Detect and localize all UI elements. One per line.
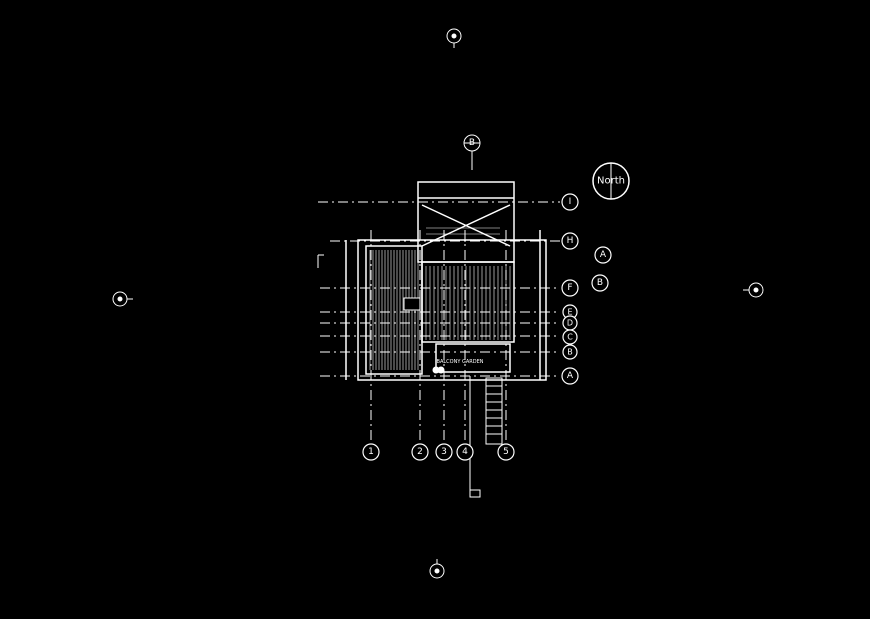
- elevation-marker-bottom: [429, 559, 445, 579]
- grid-bubble-col-3: [435, 443, 453, 461]
- room-label-balcony-garden: BALCONY GARDEN: [437, 359, 484, 365]
- grid-bubble-row-F: [561, 279, 579, 297]
- staircase: [485, 377, 503, 445]
- grid-label-col-1: 1: [368, 447, 374, 457]
- grid-label-col-3: 3: [441, 447, 447, 457]
- north-label: North: [597, 176, 625, 187]
- floor-hatching: [369, 227, 511, 370]
- elevation-marker-right: [743, 282, 764, 298]
- grid-bubble-col-5: [497, 443, 515, 461]
- grid-bubble-row-B: [562, 344, 578, 360]
- section-line-bottom: [469, 376, 481, 498]
- grid-bubble-col-4: [456, 443, 474, 461]
- grid-label-row-H: H: [567, 236, 574, 246]
- section-mark-label: B: [469, 138, 475, 148]
- grid-label-col-5: 5: [503, 447, 509, 457]
- elevation-marker-top: [446, 28, 462, 48]
- side-bubble-B: [591, 274, 609, 292]
- grid-bubble-row-I: [561, 193, 579, 211]
- horizontal-grid-lines: [318, 201, 560, 377]
- section-mark-top: [463, 134, 481, 170]
- grid-bubble-row-H: [561, 232, 579, 250]
- grid-label-row-A: A: [567, 371, 574, 381]
- grid-bubble-col-2: [411, 443, 429, 461]
- side-label-B: B: [597, 278, 603, 288]
- side-bubble-A: [594, 246, 612, 264]
- grid-label-row-D: D: [567, 319, 573, 328]
- grid-label-row-E: E: [567, 308, 572, 317]
- grid-label-row-C: C: [567, 333, 573, 342]
- side-label-A: A: [600, 250, 607, 260]
- grid-bubble-row-C: [562, 329, 578, 345]
- grid-label-row-B: B: [567, 348, 573, 357]
- grid-bubble-col-1: [362, 443, 380, 461]
- north-arrow-icon: [592, 162, 630, 200]
- grid-label-row-F: F: [567, 283, 572, 293]
- grid-label-col-2: 2: [417, 447, 423, 457]
- grid-label-row-I: I: [569, 197, 572, 207]
- grid-label-col-4: 4: [462, 447, 468, 457]
- grid-bubble-row-A: [561, 367, 579, 385]
- elevation-marker-left: [112, 291, 133, 307]
